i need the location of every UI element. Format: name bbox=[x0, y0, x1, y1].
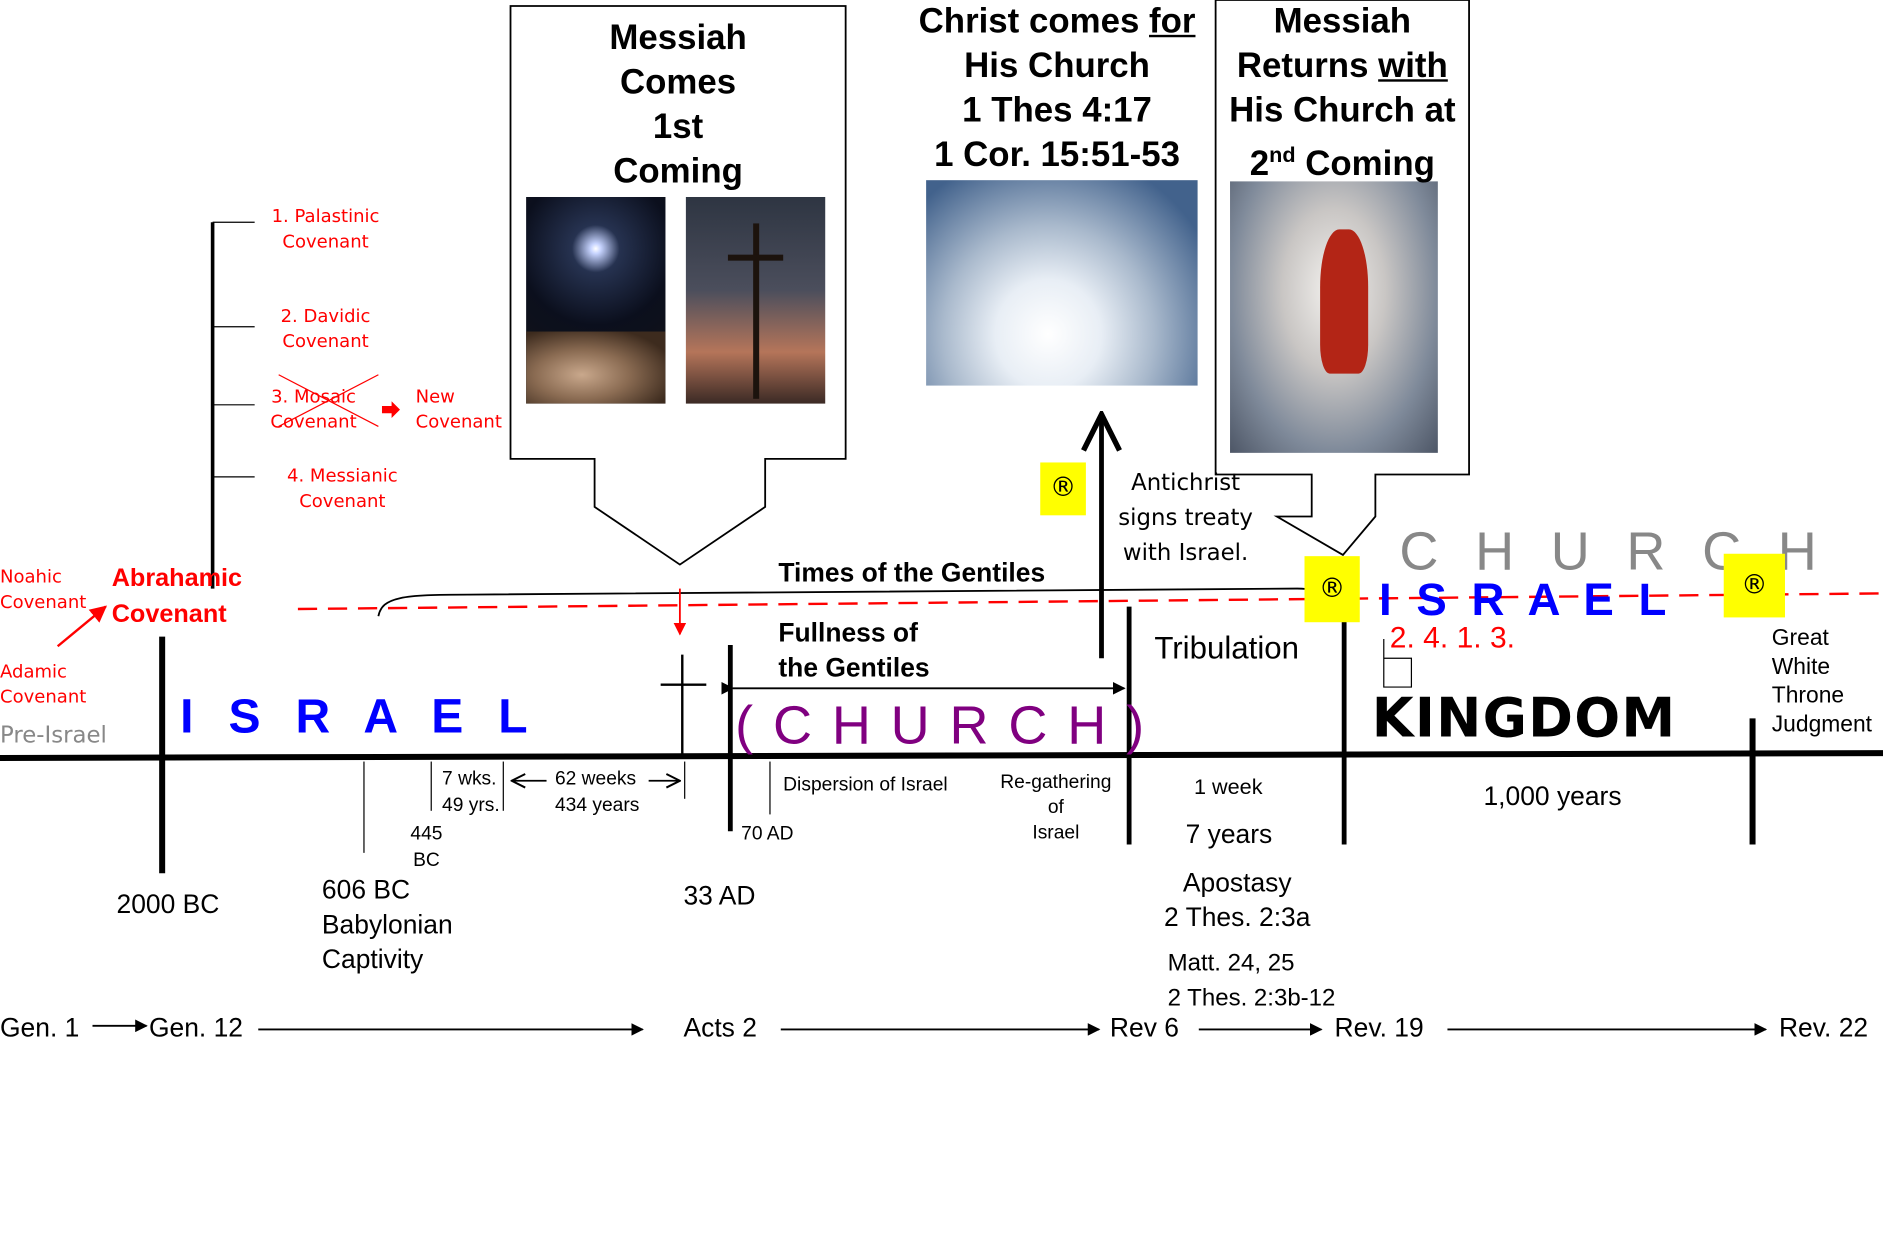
reference-gen-1: Gen. 1 bbox=[0, 1012, 80, 1043]
seven-weeks-label: 7 wks.49 yrs. bbox=[442, 768, 500, 816]
pre-israel-label: Pre-Israel bbox=[0, 721, 107, 749]
ad-70-label: 70 AD bbox=[741, 824, 794, 845]
one-week-label: 1 week bbox=[1193, 774, 1263, 799]
registered-mark-2: ® bbox=[1304, 556, 1360, 623]
crucifix-image bbox=[685, 196, 826, 404]
kingdom-label: KINGDOM bbox=[1371, 685, 1677, 750]
reference-acts-2: Acts 2 bbox=[683, 1012, 757, 1043]
registered-mark-3: ® bbox=[1723, 553, 1785, 618]
reference-rev-19: Rev. 19 bbox=[1334, 1012, 1424, 1043]
thousand-years-label: 1,000 years bbox=[1483, 780, 1622, 811]
israel-label: I S R A E L bbox=[180, 690, 531, 744]
reference-gen-12: Gen. 12 bbox=[148, 1012, 243, 1043]
main-timeline bbox=[0, 750, 1883, 761]
red-dashed-line bbox=[297, 592, 1883, 611]
clouds-light-image bbox=[926, 180, 1198, 386]
messiah-first-coming-callout bbox=[509, 5, 847, 566]
star-nativity-image bbox=[526, 196, 666, 404]
bc-2000-label: 2000 BC bbox=[116, 888, 220, 919]
rapture-title: Christ comes for His Church 1 Thes 4:17 … bbox=[918, 2, 1196, 175]
registered-mark-1: ® bbox=[1040, 462, 1086, 516]
kingdom-covenant-numbers: 2. 4. 1. 3. bbox=[1389, 621, 1516, 655]
second-coming-title: Messiah Returns with His Church at 2nd C… bbox=[1229, 2, 1456, 184]
times-of-gentiles-label: Times of the Gentiles bbox=[778, 557, 1046, 588]
reference-rev-6: Rev 6 bbox=[1109, 1012, 1179, 1043]
ad-33-label: 33 AD bbox=[683, 880, 756, 911]
rider-white-horse-image bbox=[1230, 181, 1438, 453]
seven-years-label: 7 years bbox=[1185, 819, 1273, 850]
dispersion-label: Dispersion of Israel bbox=[783, 774, 948, 796]
israel-upper-label: I S R A E L bbox=[1378, 575, 1673, 626]
church-label: ( C H U R C H ) bbox=[735, 694, 1147, 756]
reference-rev-22: Rev. 22 bbox=[1778, 1012, 1869, 1043]
tribulation-label: Tribulation bbox=[1154, 629, 1300, 666]
